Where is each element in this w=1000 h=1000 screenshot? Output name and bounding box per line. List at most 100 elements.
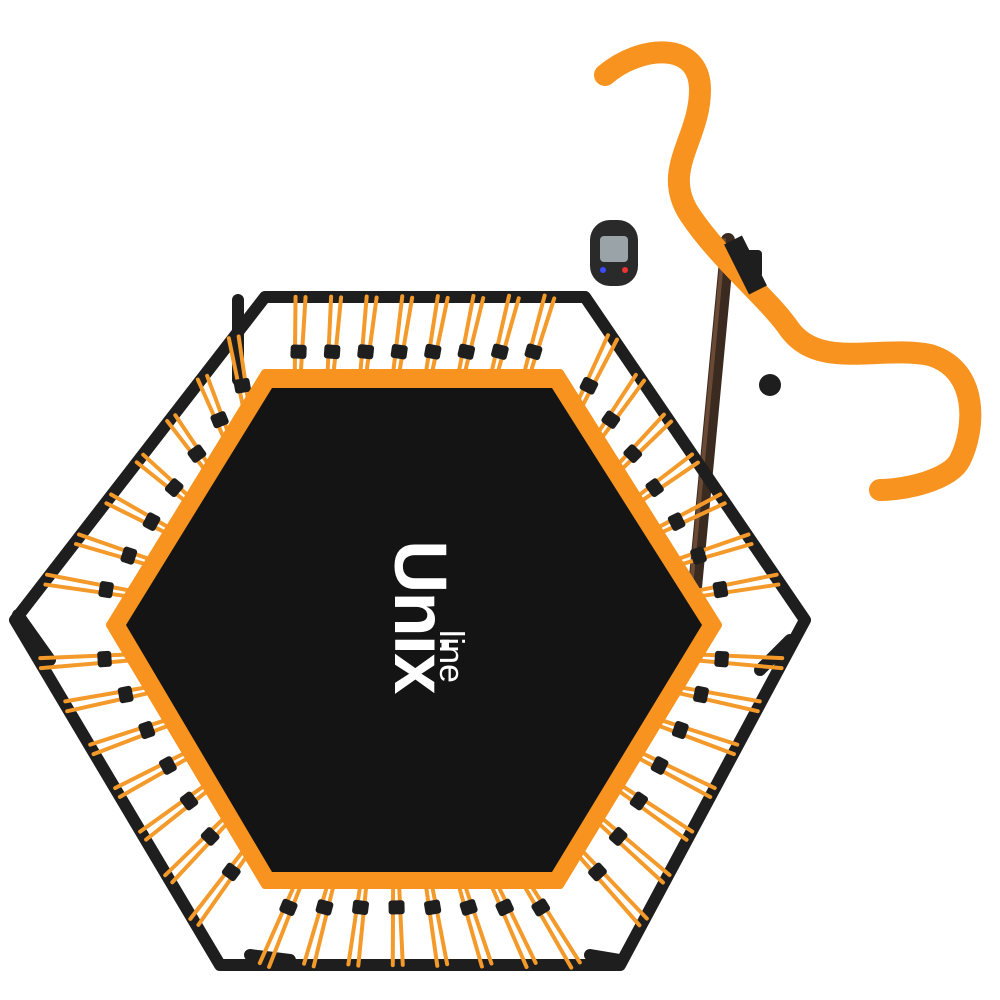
bungee-cord: [104, 501, 169, 536]
mat-clip: [164, 478, 184, 498]
bungee-cord: [397, 882, 405, 967]
mat-clip: [608, 827, 628, 846]
handle-pole-highlight: [684, 238, 726, 642]
mat-clip: [671, 720, 689, 740]
brand-main: Unix: [379, 540, 462, 694]
mat-clip: [588, 862, 607, 882]
handle-grip[interactable]: [594, 41, 982, 501]
handle-assembly: [594, 41, 982, 647]
mat-clip: [524, 343, 543, 360]
bungee-cord: [423, 883, 440, 968]
bungee-cord: [226, 336, 245, 408]
outer-frame: [9, 291, 811, 971]
bungee-cord: [397, 295, 415, 376]
mat-clip: [459, 899, 478, 916]
mat-clip: [159, 756, 177, 775]
mat-clip: [97, 650, 112, 668]
handle-pole: [683, 233, 735, 647]
bungee-cord: [45, 572, 132, 593]
bungee-cord: [170, 820, 231, 885]
bungee-cord: [456, 883, 484, 969]
bungee-cord: [73, 542, 150, 567]
mat-clip: [357, 344, 375, 360]
mat-clip: [210, 411, 229, 429]
bungee-cord: [113, 750, 189, 791]
bungee-cord: [657, 717, 740, 747]
bungee-cord: [658, 501, 727, 536]
bungee-cord: [117, 755, 191, 799]
mat-clip: [323, 344, 341, 360]
bungee-cord: [522, 884, 574, 970]
bungee-cord: [292, 294, 298, 375]
bungee-cord: [429, 295, 450, 376]
bungee-cord: [677, 685, 762, 704]
mat-clip: [200, 827, 220, 846]
bungee-cord: [675, 690, 760, 714]
bungee-cord: [655, 723, 736, 757]
bungee-cord: [391, 294, 405, 375]
bungee-cord: [695, 572, 779, 593]
bungee-cord: [495, 881, 538, 965]
bungee-cord: [267, 884, 303, 969]
bungee-cord: [495, 296, 521, 376]
mat-clip: [424, 899, 442, 916]
bungee-cord: [456, 293, 476, 375]
mat-clip: [714, 650, 729, 668]
bungee-cord: [635, 452, 695, 499]
mat-clip: [98, 581, 114, 599]
bungee-cord: [619, 419, 674, 472]
bungee-cord: [423, 294, 440, 375]
bungee-cord: [599, 815, 672, 877]
bungee-cord: [429, 882, 450, 967]
mat-clip: [601, 410, 621, 429]
bungee-cord: [257, 881, 298, 966]
bungee-cord: [638, 460, 700, 504]
bungee-cord: [63, 685, 151, 704]
bungee-cord: [358, 294, 369, 375]
brand-logo: Unix line: [379, 540, 470, 694]
mat-clip: [233, 377, 251, 394]
bungee-cord: [163, 815, 227, 878]
mat-clip: [495, 898, 514, 917]
bungee-cord: [579, 848, 649, 921]
adjust-knob-icon[interactable]: [759, 374, 781, 396]
mat-clip: [390, 344, 408, 360]
mat-clip: [690, 546, 707, 565]
bungee-cord: [325, 294, 334, 375]
mat-clip: [623, 444, 643, 464]
bungee-cord: [575, 333, 611, 406]
bungee-cord: [595, 372, 638, 437]
bungee-cord: [195, 377, 226, 440]
mat-clip: [221, 862, 241, 882]
bungee-cord: [522, 293, 547, 375]
bungee-cord: [188, 848, 246, 921]
mat-clip: [579, 376, 599, 395]
mat-clip: [138, 720, 156, 740]
mat-clip: [491, 343, 509, 360]
mat-clip: [693, 685, 709, 704]
bungee-cord: [43, 582, 131, 599]
bungee-cord: [489, 293, 512, 375]
mat-clip: [187, 444, 207, 463]
bungee-cord: [138, 783, 208, 834]
bungee-cord: [88, 717, 170, 747]
bungee-cord: [696, 582, 781, 599]
bungee-cord: [356, 883, 369, 968]
bungee-cord: [677, 542, 754, 567]
bungee-cord: [38, 652, 132, 661]
digital-display-icon[interactable]: [590, 220, 638, 286]
mat-clip: [315, 899, 334, 916]
mat-clip: [424, 343, 442, 360]
mat-clip: [629, 791, 649, 811]
bungee-cord: [236, 334, 251, 406]
bungee-springs: [38, 293, 785, 970]
mat-clip: [120, 546, 138, 565]
mat-clip: [290, 344, 307, 359]
bungee-cord: [141, 452, 192, 499]
bungee-cord: [489, 884, 529, 970]
mat-clip: [388, 900, 405, 915]
bungee-cord: [575, 852, 642, 928]
bungee-cord: [134, 460, 188, 504]
bungee-cord: [528, 296, 557, 376]
